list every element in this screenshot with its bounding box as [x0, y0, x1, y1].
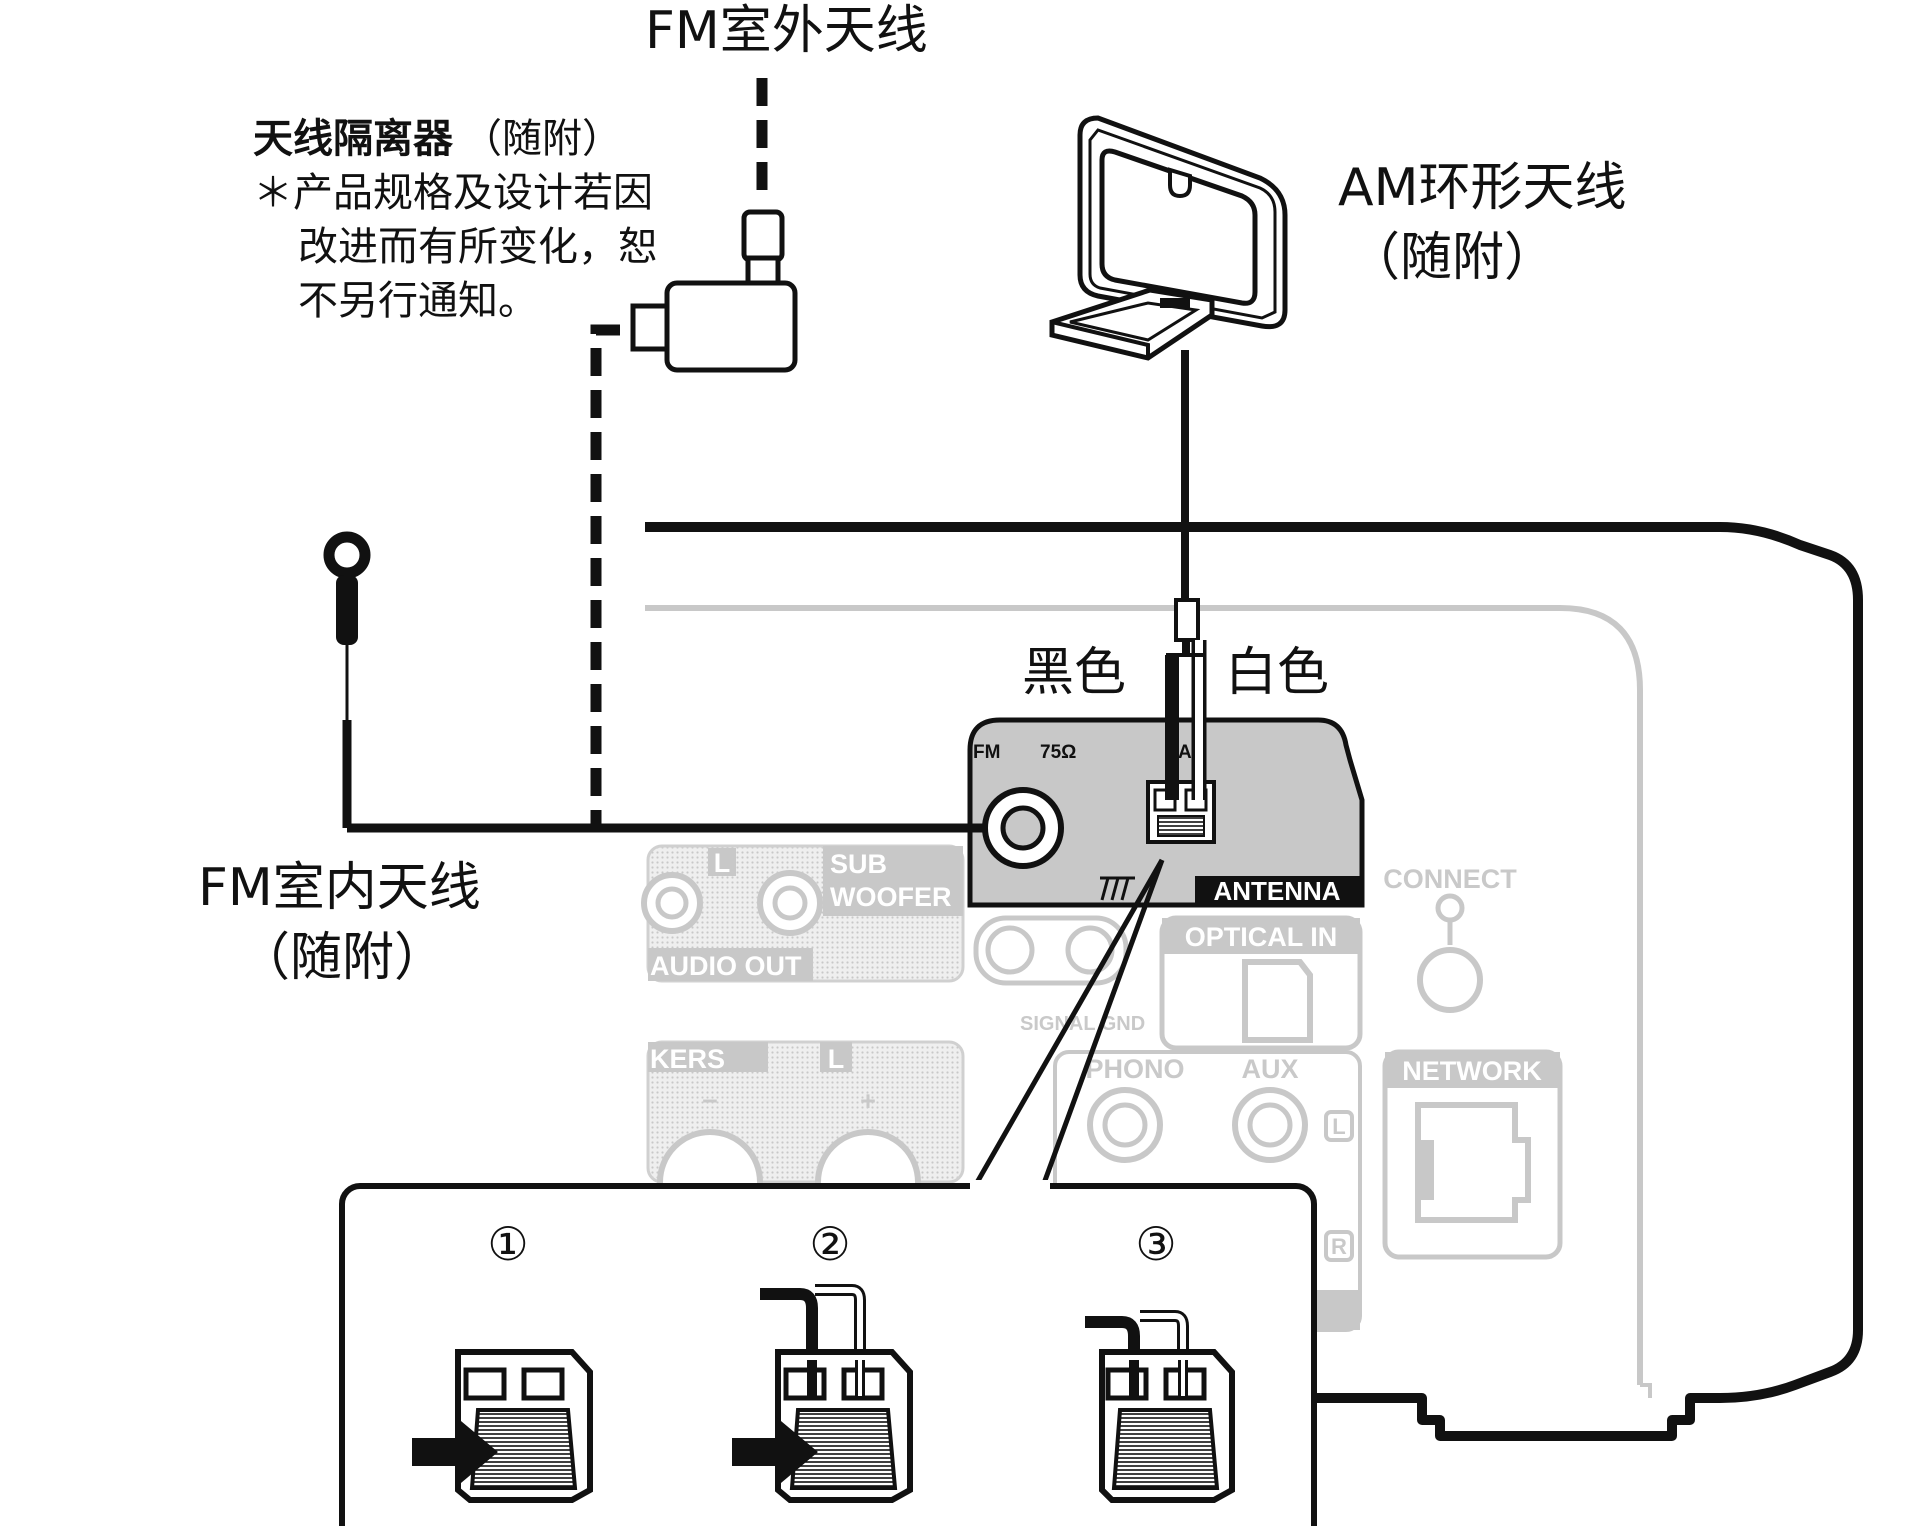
step-2-terminal: [732, 1284, 913, 1503]
balun-note-line-3: 不另行通知。: [298, 278, 538, 324]
signal-gnd-label: SIGNAL GND: [1020, 1013, 1145, 1035]
phono-label: PHONO: [1085, 1054, 1184, 1084]
ohm-label: 75Ω: [1040, 742, 1076, 763]
speakers-l-label: L: [828, 1044, 845, 1074]
minus-label: −: [702, 1086, 718, 1116]
step-3-terminal: [1085, 1310, 1235, 1503]
am-loop-supplied: （随附）: [1348, 228, 1556, 288]
balun-note-line-1: ＊产品规格及设计若因: [253, 170, 653, 216]
connect-jack: [1417, 947, 1483, 1013]
aux-r-label: R: [1331, 1234, 1347, 1259]
fm-indoor-supplied: （随附）: [238, 928, 446, 988]
antenna-label: ANTENNA: [1213, 876, 1340, 906]
aux-label: AUX: [1241, 1054, 1298, 1084]
balun-title: 天线隔离器: [253, 116, 454, 162]
am-loop-antenna-label: AM环形天线: [1338, 158, 1626, 218]
black-wire-label: 黑色: [1022, 643, 1126, 703]
optical-in-label: OPTICAL IN: [1185, 922, 1338, 952]
sub-label: SUB: [830, 849, 887, 879]
am-cable: [1165, 350, 1207, 800]
aux-l-label: L: [1332, 1114, 1345, 1139]
white-wire-label: 白色: [1225, 643, 1329, 703]
step-1-terminal: [412, 1349, 593, 1503]
connect-label: CONNECT: [1383, 864, 1517, 894]
woofer-label: WOOFER: [830, 882, 952, 912]
audio-out-l-label: L: [714, 848, 731, 878]
press-arrow-icon: [732, 1416, 818, 1488]
plus-label: +: [860, 1086, 876, 1116]
network-label: NETWORK: [1402, 1056, 1542, 1086]
speakers-label: KERS: [650, 1044, 725, 1074]
step-1-number: ①: [487, 1217, 528, 1271]
press-arrow-icon: [412, 1416, 498, 1488]
fm-outdoor-cable: [590, 78, 768, 828]
step-3-number: ③: [1135, 1217, 1176, 1271]
balun-note-line-2: 改进而有所变化，恕: [298, 224, 658, 270]
antenna-balun-icon: [630, 209, 798, 373]
step-2-number: ②: [809, 1217, 850, 1271]
fm-outdoor-antenna-label: FM室外天线: [645, 1, 928, 61]
fm-indoor-antenna-label: FM室内天线: [198, 858, 481, 918]
receiver-body: [645, 522, 1863, 1441]
am-loop-antenna-icon: [1049, 115, 1288, 361]
fm-indoor-antenna-icon: [323, 531, 985, 833]
balun-supplied: （随附）: [462, 116, 622, 162]
fm-panel-label: FM: [973, 742, 1000, 763]
ground-icon: [1100, 876, 1135, 901]
audio-out-label: AUDIO OUT: [650, 951, 802, 981]
